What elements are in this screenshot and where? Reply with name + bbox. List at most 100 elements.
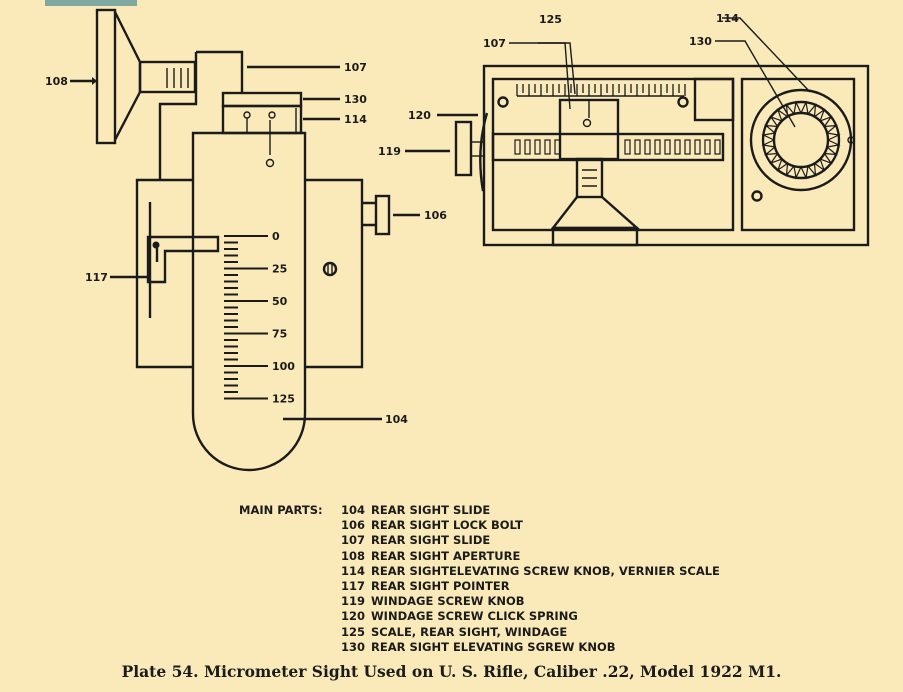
part-item: 130 REAR SIGHT ELEVATING SGREW KNOB xyxy=(341,640,720,655)
dial-knurl xyxy=(793,100,802,115)
part-number: 104 xyxy=(341,503,366,517)
rod-thread xyxy=(694,139,701,155)
dial-knurl xyxy=(824,146,838,156)
rod-thread xyxy=(524,139,531,155)
label-114-right: 114 xyxy=(716,12,739,25)
label-117: 117 xyxy=(85,271,108,284)
part-name: REAR SIGHT ELEVATING SGREW KNOB xyxy=(371,639,616,654)
rod-thread xyxy=(684,139,691,155)
part-number: 120 xyxy=(341,609,366,624)
dial-knurl xyxy=(814,158,826,172)
rod-thread xyxy=(714,139,721,155)
slide-107-block xyxy=(196,50,244,93)
dial-knurl xyxy=(776,108,788,122)
dial-knurl xyxy=(819,115,833,127)
part-number: 108 xyxy=(341,548,366,563)
dial-knurl xyxy=(800,100,809,115)
aperture-cone xyxy=(113,11,142,141)
rod-thread xyxy=(644,139,651,155)
dial-knurl xyxy=(761,132,776,141)
rod-thread xyxy=(674,139,681,155)
plate-caption: Plate 54. Micrometer Sight Used on U. S.… xyxy=(121,662,782,681)
label-120: 120 xyxy=(408,109,431,122)
dial-knurl xyxy=(800,165,809,180)
part-name: REAR SIGHT POINTER xyxy=(371,579,510,594)
slide-104-body xyxy=(191,131,307,472)
part-item: 119 WINDAGE SCREW KNOB xyxy=(341,594,720,609)
vernier-114 xyxy=(221,104,303,135)
part-number: 119 xyxy=(341,594,366,609)
pointer-117 xyxy=(146,235,220,284)
label-104: 104 xyxy=(385,413,408,426)
top-tab-strip xyxy=(45,0,137,6)
part-number: 125 xyxy=(341,624,366,639)
dial-knurl xyxy=(761,139,776,148)
dial-knurl xyxy=(764,146,778,156)
click-spring-120 xyxy=(479,112,489,192)
scale-label: 125 xyxy=(272,393,295,406)
elevating-knob-130 xyxy=(221,91,303,108)
dial-knurl xyxy=(819,153,833,165)
part-item: 108 REAR SIGHT APERTURE xyxy=(341,549,720,564)
part-item: 120 WINDAGE SCREW CLICK SPRING xyxy=(341,609,720,624)
rod-thread xyxy=(624,139,631,155)
screw-icon xyxy=(322,261,338,277)
part-name: SCALE, REAR SIGHT, WINDAGE xyxy=(371,624,568,639)
part-number: 107 xyxy=(341,533,366,548)
label-114-left: 114 xyxy=(344,113,367,126)
rod-thread xyxy=(534,139,541,155)
lock-bolt-106 xyxy=(374,194,391,236)
label-107-left: 107 xyxy=(344,61,367,74)
dial-knurl xyxy=(769,153,783,165)
part-name: WINDAGE SCREW KNOB xyxy=(371,594,525,609)
part-name: REAR SIGHTELEVATING SCREW KNOB, VERNIER … xyxy=(371,563,720,578)
vernier-dial-114 xyxy=(749,88,853,192)
dial-knurl xyxy=(826,139,841,148)
left-view xyxy=(70,8,420,472)
dial-knurl xyxy=(769,115,783,127)
windage-knob-119 xyxy=(454,120,473,177)
part-number: 106 xyxy=(341,518,366,533)
scale-label: 75 xyxy=(272,328,287,341)
dial-knurl xyxy=(807,163,817,177)
scale-label: 100 xyxy=(272,360,295,373)
rod-thread xyxy=(704,139,711,155)
part-name: REAR SIGHT APERTURE xyxy=(371,548,521,563)
label-108: 108 xyxy=(45,75,68,88)
scale-label: 25 xyxy=(272,263,287,276)
dial-knurl xyxy=(826,132,841,141)
scale-label: 50 xyxy=(272,295,288,308)
part-number: 130 xyxy=(341,639,366,654)
label-107-right: 107 xyxy=(483,37,506,50)
rod-thread xyxy=(634,139,641,155)
part-item: 125 SCALE, REAR SIGHT, WINDAGE xyxy=(341,625,720,640)
part-item: 114 REAR SIGHTELEVATING SCREW KNOB, VERNI… xyxy=(341,564,720,579)
part-item: 107 REAR SIGHT SLIDE xyxy=(341,533,720,548)
label-130-right: 130 xyxy=(689,35,712,48)
part-item: 117 REAR SIGHT POINTER xyxy=(341,579,720,594)
dial-knurl xyxy=(776,158,788,172)
part-name: REAR SIGHT SLIDE xyxy=(371,533,491,548)
dial-knurl xyxy=(785,163,795,177)
base-plate xyxy=(135,178,193,369)
part-name: WINDAGE SCREW CLICK SPRING xyxy=(371,609,578,624)
elevation-scale xyxy=(224,235,268,400)
label-125: 125 xyxy=(539,13,562,26)
part-number: 114 xyxy=(341,563,366,578)
label-119: 119 xyxy=(378,145,401,158)
dial-knurl xyxy=(793,165,802,180)
part-number: 117 xyxy=(341,579,366,594)
label-130-left: 130 xyxy=(344,93,367,106)
rod-thread xyxy=(654,139,661,155)
dial-knurl xyxy=(824,124,838,134)
rod-thread xyxy=(514,139,521,155)
dial-knurl xyxy=(764,124,778,134)
dial-knurl xyxy=(807,103,817,117)
label-106: 106 xyxy=(424,209,447,222)
scale-label: 0 xyxy=(272,230,280,243)
aperture-knurl xyxy=(95,8,117,145)
